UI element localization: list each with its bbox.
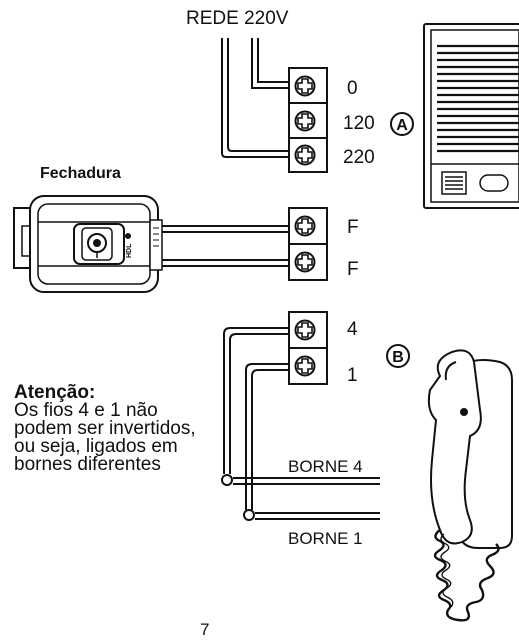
terminal-a-120: 120	[343, 113, 375, 134]
svg-text:A: A	[396, 117, 408, 134]
marker-b: B	[386, 344, 410, 368]
lock-title: Fechadura	[40, 165, 121, 182]
attention-note: Atenção: Os fios 4 e 1 não podem ser inv…	[14, 382, 204, 475]
terminal-f-1: F	[347, 217, 359, 238]
handset-wires	[223, 327, 380, 520]
electric-lock-icon: HDL	[13, 195, 163, 293]
borne-4-label: BORNE 4	[288, 457, 363, 476]
terminal-a-220: 220	[343, 147, 375, 168]
intercom-handset-icon	[427, 349, 513, 622]
junction-1	[243, 509, 255, 521]
terminal-block-b	[288, 311, 328, 385]
lock-brand: HDL	[126, 243, 133, 258]
borne-1-label: BORNE 1	[288, 529, 363, 548]
door-panel-icon	[423, 23, 519, 209]
attention-title: Atenção:	[14, 382, 96, 403]
network-wires	[221, 38, 298, 158]
junction-4	[221, 474, 233, 486]
terminal-f-2: F	[347, 259, 359, 280]
marker-a: A	[390, 112, 414, 136]
terminal-b-1: 1	[347, 365, 358, 386]
terminal-block-a	[288, 67, 328, 173]
lock-wires	[162, 225, 298, 267]
network-label: REDE 220V	[186, 8, 289, 29]
terminal-block-lock	[288, 207, 328, 281]
svg-text:B: B	[392, 349, 404, 366]
page-number: 7	[200, 620, 209, 639]
terminal-b-4: 4	[347, 319, 358, 340]
terminal-a-0: 0	[347, 78, 358, 99]
attention-body: Os fios 4 e 1 não podem ser invertidos, …	[14, 400, 196, 475]
